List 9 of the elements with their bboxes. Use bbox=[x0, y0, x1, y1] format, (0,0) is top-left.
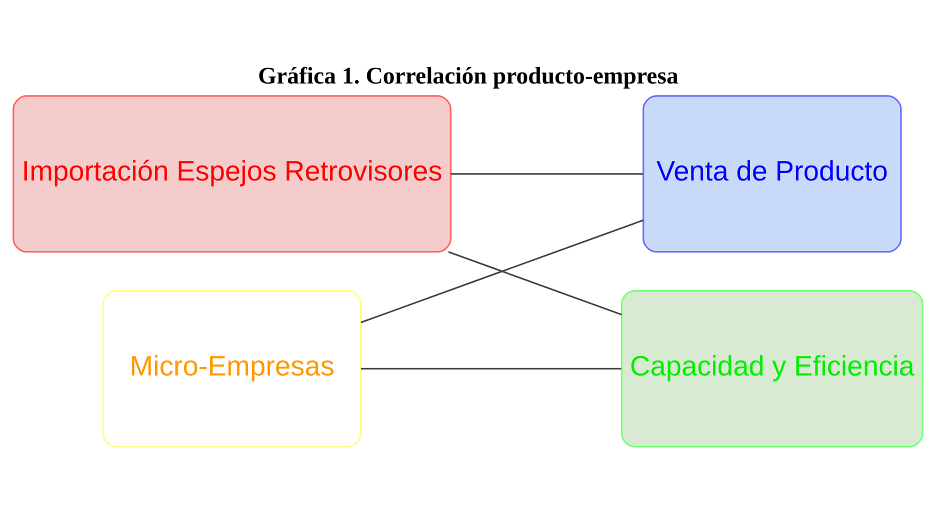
connector bbox=[448, 251, 622, 316]
node-box: Venta de Producto bbox=[642, 95, 902, 253]
connector bbox=[450, 173, 644, 175]
diagram-title: Gráfica 1. Correlación producto-empresa bbox=[258, 64, 678, 90]
connector bbox=[360, 219, 644, 324]
connector bbox=[360, 368, 622, 370]
node-box: Importación Espejos Retrovisores bbox=[12, 95, 452, 253]
node-box: Micro-Empresas bbox=[102, 290, 362, 448]
node-box: Capacidad y Eficiencia bbox=[620, 290, 924, 448]
